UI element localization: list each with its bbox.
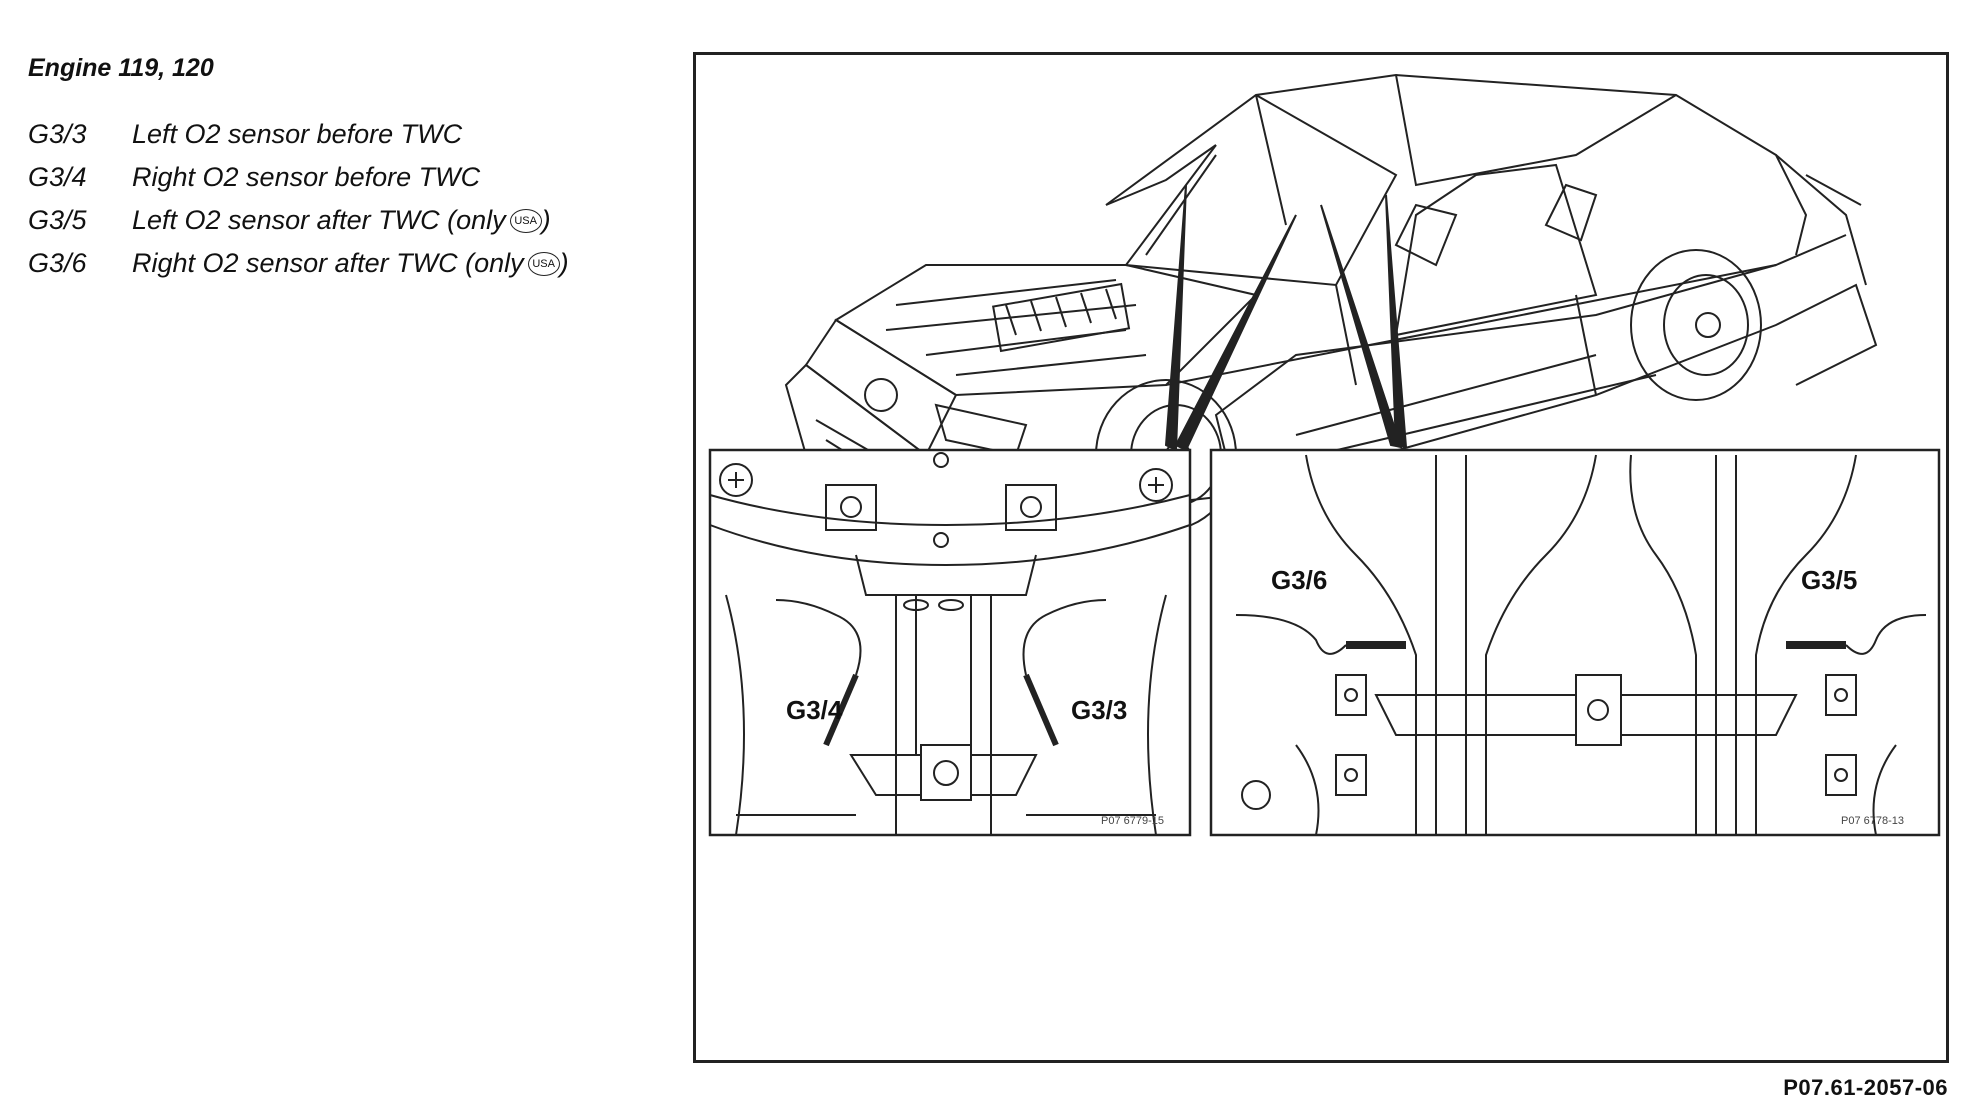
right-inset-ref: P07 6778-13 (1841, 815, 1904, 827)
figure-frame: G3/4 G3/3 G3/6 G3/5 P07 6779-15 P07 6778… (693, 52, 1949, 1063)
legend-code: G3/5 (28, 205, 87, 235)
legend-code: G3/6 (28, 248, 87, 278)
legend-item-g3-6: G3/6 Right O2 sensor after TWC (only USA… (28, 242, 569, 285)
label-g3-4: G3/4 (786, 695, 843, 725)
legend: Engine 119, 120 G3/3 Left O2 sensor befo… (28, 54, 569, 285)
label-g3-5: G3/5 (1801, 565, 1858, 595)
legend-item-g3-4: G3/4 Right O2 sensor before TWC (28, 156, 569, 199)
legend-text: Left O2 sensor after TWC (only (132, 205, 506, 235)
legend-code: G3/4 (28, 162, 87, 192)
label-g3-3: G3/3 (1071, 695, 1128, 725)
pointer-lines (1164, 184, 1408, 452)
close-paren: ) (559, 248, 569, 278)
figure-reference: P07.61-2057-06 (1783, 1075, 1948, 1100)
label-g3-6: G3/6 (1271, 565, 1328, 595)
legend-item-g3-5: G3/5 Left O2 sensor after TWC (only USA … (28, 199, 569, 242)
usa-badge-icon: USA (509, 208, 542, 233)
legend-title: Engine 119, 120 (28, 54, 214, 82)
legend-item-g3-3: G3/3 Left O2 sensor before TWC (28, 113, 569, 156)
legend-text: Right O2 sensor before TWC (132, 162, 481, 192)
close-paren: ) (541, 205, 551, 235)
left-inset (708, 448, 1192, 837)
legend-text: Left O2 sensor before TWC (132, 119, 463, 149)
right-inset (1209, 448, 1941, 837)
legend-text: Right O2 sensor after TWC (only (132, 248, 524, 278)
legend-code: G3/3 (28, 119, 87, 149)
usa-badge-icon: USA (527, 251, 560, 276)
car-diagram (708, 73, 1941, 837)
left-inset-ref: P07 6779-15 (1101, 815, 1164, 827)
